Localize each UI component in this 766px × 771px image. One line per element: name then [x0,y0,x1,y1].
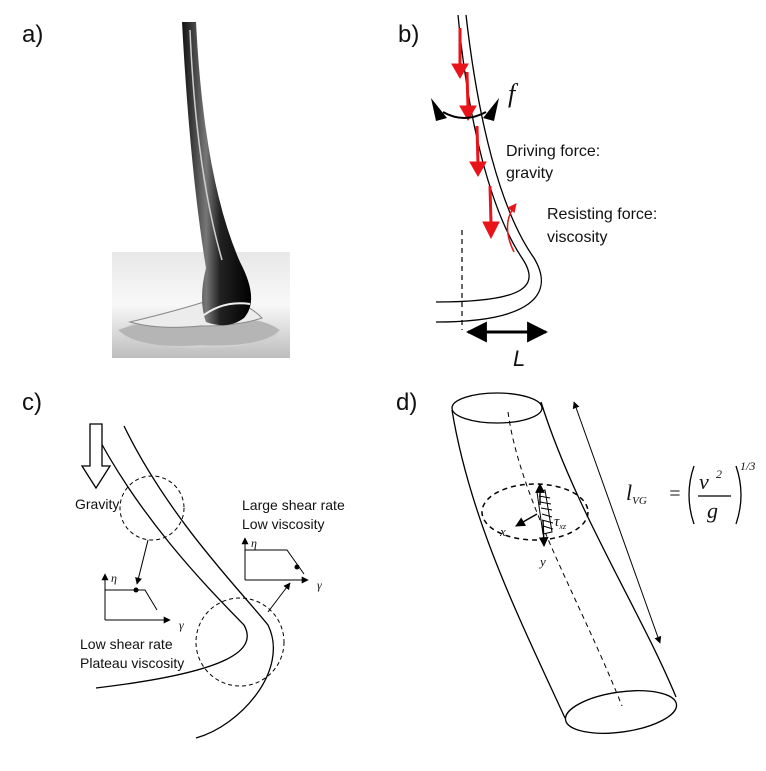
length-symbol: L [513,346,525,371]
rotation-symbol [431,98,499,121]
formula-lvg: lVG = ν 2 g 1/3 [626,459,755,525]
driving-force-line2: gravity [506,165,553,182]
svg-text:1/3: 1/3 [740,459,755,473]
panel-c-label: c) [22,389,42,416]
gamma-lower: γ [179,618,184,632]
upper-viscosity-graph [241,537,309,584]
tau-label: τxz [554,514,567,531]
gravity-arrows [451,28,500,240]
svg-text:2: 2 [716,467,722,481]
svg-text:=: = [668,483,682,505]
lower-viscosity-graph [101,573,171,624]
panel-b-label: b) [398,21,419,48]
symbol-f: f [508,79,519,108]
gamma-upper: γ [317,578,322,592]
cross-section-ellipse [481,483,589,541]
eta-lower: η [111,571,117,585]
lower-zoom-circle [195,597,285,687]
axis-y-label: y [538,554,546,569]
large-shear-line1: Large shear rate [242,497,345,513]
gravity-label: Gravity [75,496,119,512]
low-shear-line2: Plateau viscosity [80,655,184,671]
resisting-force-line1: Resisting force: [547,206,657,223]
link-upper-to-graph [135,539,149,585]
svg-text:ν: ν [699,469,709,494]
stress-element [515,483,554,547]
driving-force-line1: Driving force: [506,143,600,160]
length-arrow-d [572,401,662,644]
cylinder [451,392,678,734]
svg-text:g: g [707,498,718,523]
svg-text:lVG: lVG [626,480,647,507]
honey-photo [112,22,290,358]
low-shear-line1: Low shear rate [80,636,173,652]
cylinder-axis [507,411,623,707]
gravity-arrow-hollow [80,423,112,490]
thread-outline [435,14,542,323]
axis-x-label: x [499,524,506,539]
link-lower-to-graph [267,582,291,613]
upper-zoom-circle [119,475,185,541]
resisting-arrow [506,203,517,253]
panel-d-label: d) [396,389,417,416]
panel-a-label: a) [22,21,43,48]
large-shear-line2: Low viscosity [242,516,324,532]
resisting-force-line2: viscosity [547,229,607,246]
eta-upper: η [251,536,257,550]
c-thread-outline [91,425,274,739]
